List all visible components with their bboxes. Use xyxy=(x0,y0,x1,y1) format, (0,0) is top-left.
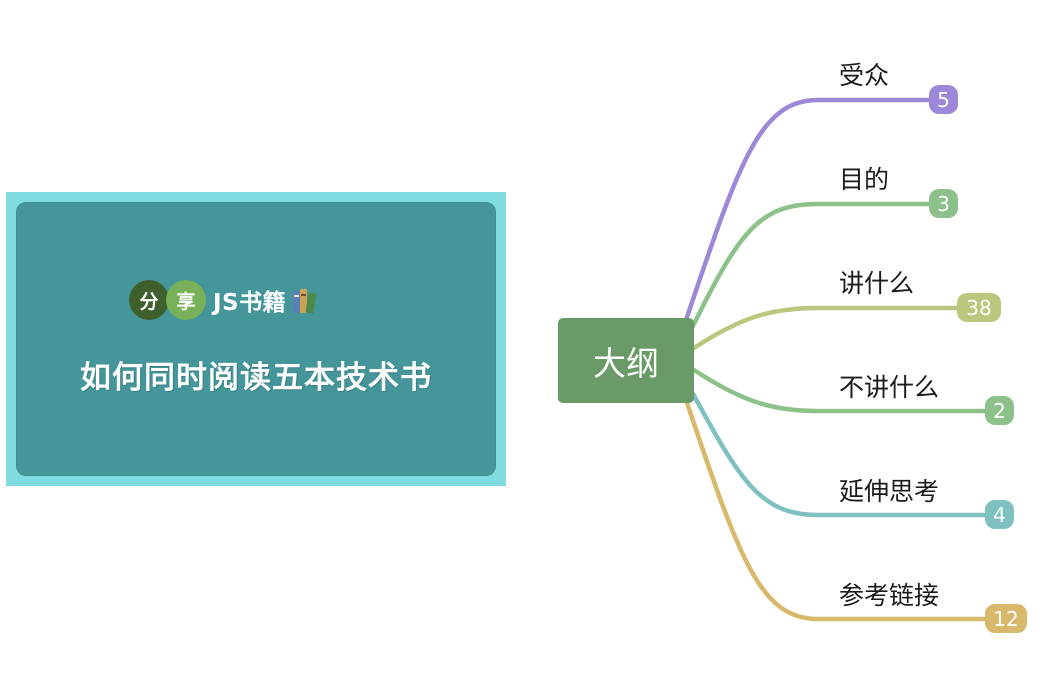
badge-char-fen: 分 xyxy=(129,280,169,320)
mindmap-root-node[interactable]: 大纲 xyxy=(558,318,694,403)
cover-badge-row: 分 享 JS书籍 xyxy=(129,278,320,322)
branch-count-badge-purpose[interactable]: 3 xyxy=(929,189,958,218)
badge-char-xiang: 享 xyxy=(166,280,206,320)
connector-references xyxy=(683,397,993,622)
connector-audience xyxy=(683,97,938,323)
connector-what-not-to-cover xyxy=(691,367,993,414)
branch-label-further-thinking[interactable]: 延伸思考 xyxy=(839,477,940,506)
branch-label-references[interactable]: 参考链接 xyxy=(839,581,940,610)
branch-label-what-not-to-cover[interactable]: 不讲什么 xyxy=(839,373,940,402)
books-icon xyxy=(293,289,317,314)
cover-card: 分 享 JS书籍 如何同时阅读五本技术书 xyxy=(16,202,496,476)
branch-label-what-to-cover[interactable]: 讲什么 xyxy=(839,269,915,298)
branch-label-purpose[interactable]: 目的 xyxy=(839,165,890,194)
branch-count-badge-what-to-cover[interactable]: 38 xyxy=(957,293,1001,322)
cover-image: 分 享 JS书籍 如何同时阅读五本技术书 xyxy=(6,192,506,486)
badge-text: JS书籍 xyxy=(213,290,287,316)
connector-further-thinking xyxy=(689,389,993,518)
connector-what-to-cover xyxy=(691,305,965,351)
branch-count-badge-further-thinking[interactable]: 4 xyxy=(985,500,1014,529)
branch-count-badge-audience[interactable]: 5 xyxy=(929,85,958,114)
branch-label-audience[interactable]: 受众 xyxy=(839,61,890,90)
branch-count-badge-what-not-to-cover[interactable]: 2 xyxy=(985,396,1014,425)
connector-purpose xyxy=(689,201,938,331)
branch-count-badge-references[interactable]: 12 xyxy=(985,604,1027,633)
cover-title: 如何同时阅读五本技术书 xyxy=(80,360,432,396)
